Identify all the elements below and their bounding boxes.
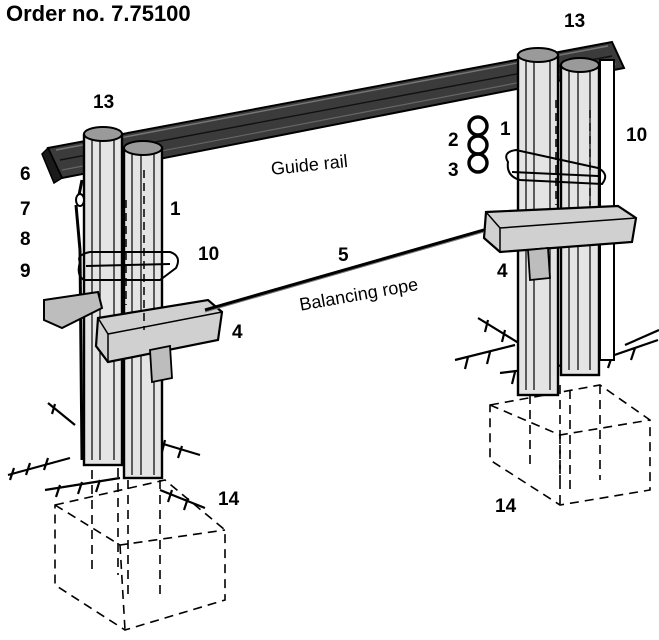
right-foundation	[489, 380, 651, 506]
part-13-left-label: 13	[93, 92, 115, 113]
balancing-rope-highlight	[204, 231, 485, 313]
bolts	[125, 100, 591, 330]
shackles	[77, 148, 607, 281]
part-2-label: 2	[448, 130, 459, 151]
part-4-right-label: 4	[497, 261, 508, 282]
part-6-label: 6	[20, 164, 31, 185]
part-1-ring-label: 1	[500, 119, 511, 140]
order-number-title: Order no. 7.75100	[6, 1, 191, 26]
part-14-left-label: 14	[218, 489, 240, 510]
part-10-right-label: 10	[626, 125, 648, 146]
part-14-right-label: 14	[495, 496, 517, 517]
part-5-label: 5	[338, 245, 349, 266]
rope-stop	[74, 179, 84, 251]
left-foundation	[54, 468, 226, 631]
rope-knot	[75, 193, 85, 207]
part-3-label: 3	[448, 160, 459, 181]
part-13-right-label: 13	[564, 11, 586, 32]
rope-end	[78, 249, 84, 461]
rings	[467, 115, 489, 174]
balancing-rope-line	[204, 228, 485, 312]
part-10-left-label: 10	[198, 244, 220, 265]
part-4-left-label: 4	[232, 322, 243, 343]
part-9-label: 9	[20, 261, 31, 282]
part-1-left-label: 1	[170, 199, 181, 220]
part-8-label: 8	[20, 229, 31, 250]
left-platform	[43, 290, 224, 384]
part-7-label: 7	[20, 199, 31, 220]
right-platform	[482, 204, 638, 281]
